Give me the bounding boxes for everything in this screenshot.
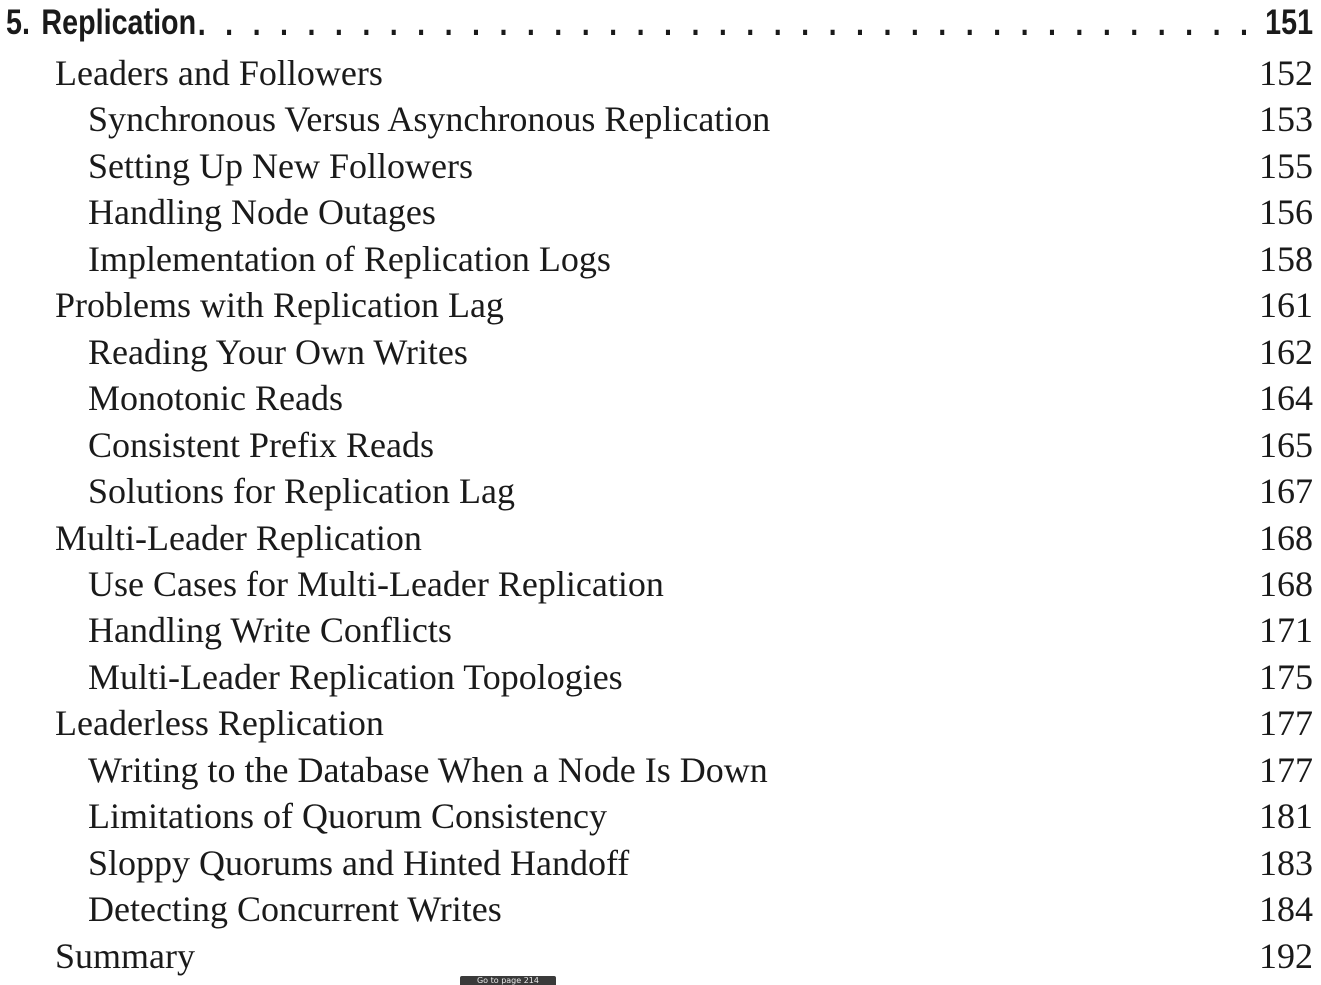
toc-entry-title: Leaderless Replication — [55, 703, 384, 744]
toc-entry[interactable]: Consistent Prefix Reads 165 — [88, 422, 1313, 468]
toc-entry[interactable]: Synchronous Versus Asynchronous Replicat… — [88, 96, 1313, 142]
toc-entry-title: Handling Write Conflicts — [88, 610, 452, 651]
chapter-page-number: 151 — [1265, 3, 1314, 42]
toc-entry-title: Solutions for Replication Lag — [88, 471, 515, 512]
toc-entry-title: Detecting Concurrent Writes — [88, 889, 502, 930]
toc-entry-page-number: 192 — [1259, 935, 1313, 976]
toc-entry-page-number: 158 — [1259, 238, 1313, 279]
toc-entry-title: Leaders and Followers — [55, 53, 383, 93]
toc-entry-title: Limitations of Quorum Consistency — [88, 796, 607, 837]
toc-entry[interactable]: Handling Write Conflicts 171 — [88, 607, 1313, 653]
toc-entry-page-number: 171 — [1259, 610, 1313, 651]
toc-entry-title: Summary — [55, 935, 195, 976]
toc-entry-page-number: 181 — [1259, 796, 1313, 837]
toc-entry[interactable]: Handling Node Outages 156 — [88, 189, 1313, 235]
toc-entry-page-number: 161 — [1259, 285, 1313, 326]
toc-entry-title: Sloppy Quorums and Hinted Handoff — [88, 842, 630, 883]
toc-entry-page-number: 183 — [1259, 842, 1313, 883]
toc-entry-title: Monotonic Reads — [88, 378, 343, 419]
toc-entry[interactable]: Leaderless Replication 177 — [55, 700, 1313, 746]
go-to-page-tooltip: Go to page 214 — [460, 976, 556, 985]
toc-entry-title: Setting Up New Followers — [88, 145, 473, 186]
toc-entry-page-number: 164 — [1259, 378, 1313, 419]
toc-entry[interactable]: Leaders and Followers 152 — [55, 50, 1313, 96]
toc-chapter-entry[interactable]: 5. Replication . . . . . . . . . . . . .… — [6, 0, 1313, 46]
toc-entry-page-number: 175 — [1259, 656, 1313, 697]
toc-entry-page-number: 153 — [1259, 99, 1313, 140]
toc-entry[interactable]: Multi-Leader Replication Topologies 175 — [88, 654, 1313, 700]
toc-entry-page-number: 168 — [1259, 517, 1313, 558]
toc-entry[interactable]: Implementation of Replication Logs 158 — [88, 236, 1313, 282]
toc-entry-page-number: 156 — [1259, 192, 1313, 233]
toc-entry-page-number: 177 — [1259, 749, 1313, 790]
toc-entry-title: Use Cases for Multi-Leader Replication — [88, 563, 664, 604]
toc-entry-title: Implementation of Replication Logs — [88, 238, 611, 279]
toc-entry-title: Multi-Leader Replication — [55, 517, 422, 558]
toc-entry[interactable]: Monotonic Reads 164 — [88, 375, 1313, 421]
toc-entry[interactable]: Setting Up New Followers 155 — [88, 143, 1313, 189]
toc-entry-title: Problems with Replication Lag — [55, 285, 504, 326]
toc-entry[interactable]: Writing to the Database When a Node Is D… — [88, 747, 1313, 793]
toc-entry-page-number: 165 — [1259, 424, 1313, 465]
toc-entry-title: Reading Your Own Writes — [88, 331, 468, 372]
toc-entry[interactable]: Problems with Replication Lag 161 — [55, 282, 1313, 328]
toc-entry-title: Multi-Leader Replication Topologies — [88, 656, 623, 697]
dot-leader: . . . . . . . . . . . . . . . . . . . . … — [197, 5, 1257, 41]
toc-entry-page-number: 184 — [1259, 889, 1313, 930]
toc-entry[interactable]: Use Cases for Multi-Leader Replication 16… — [88, 561, 1313, 607]
toc-entry-page-number: 168 — [1259, 563, 1313, 604]
toc-entry[interactable]: Limitations of Quorum Consistency 181 — [88, 793, 1313, 839]
toc-entry[interactable]: Summary 192 — [55, 933, 1313, 979]
toc-entry[interactable]: Solutions for Replication Lag 167 — [88, 468, 1313, 514]
toc-entry[interactable]: Multi-Leader Replication 168 — [55, 515, 1313, 561]
toc-entry-title: Consistent Prefix Reads — [88, 424, 434, 465]
toc-entry-title: Handling Node Outages — [88, 192, 436, 233]
toc-entry[interactable]: Reading Your Own Writes 162 — [88, 329, 1313, 375]
toc-entry-page-number: 177 — [1259, 703, 1313, 744]
toc-entry-title: Writing to the Database When a Node Is D… — [88, 749, 768, 790]
toc-entry[interactable]: Detecting Concurrent Writes 184 — [88, 886, 1313, 932]
toc-entry-page-number: 167 — [1259, 471, 1313, 512]
toc-entry-title: Synchronous Versus Asynchronous Replicat… — [88, 99, 771, 140]
toc-entry-page-number: 155 — [1259, 145, 1313, 186]
toc-entry-page-number: 152 — [1259, 53, 1313, 93]
toc-entry[interactable]: Sloppy Quorums and Hinted Handoff 183 — [88, 840, 1313, 886]
chapter-title: Replication — [41, 3, 197, 42]
toc-entry-page-number: 162 — [1259, 331, 1313, 372]
chapter-number: 5. — [6, 3, 30, 42]
